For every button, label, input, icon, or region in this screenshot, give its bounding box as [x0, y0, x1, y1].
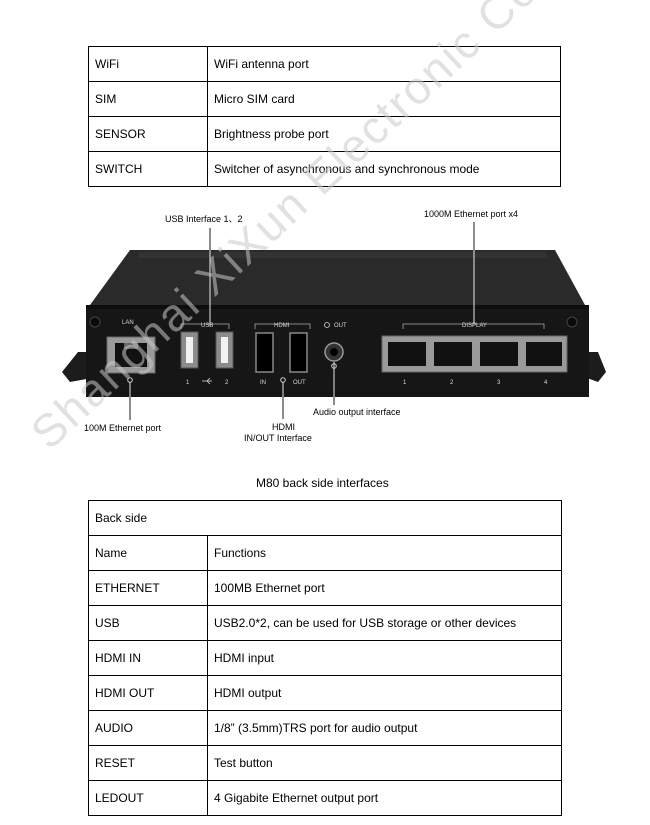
table-row: LEDOUT 4 Gigabite Ethernet output port — [88, 780, 562, 816]
table-row: SIM Micro SIM card — [88, 81, 561, 117]
table-row: WiFi WiFi antenna port — [88, 46, 561, 82]
interface-function: Micro SIM card — [207, 81, 561, 117]
interface-name: USB — [88, 605, 208, 641]
port-2-silk-label: 2 — [450, 380, 454, 386]
interface-name: AUDIO — [88, 710, 208, 746]
figure-caption: M80 back side interfaces — [256, 476, 389, 490]
table-row: HDMI IN HDMI input — [88, 640, 562, 676]
interface-name: LEDOUT — [88, 780, 208, 816]
usb-1-silk-label: 1 — [186, 380, 190, 386]
table-row: SWITCH Switcher of asynchronous and sync… — [88, 151, 561, 187]
table-column-header-row: Name Functions — [88, 535, 562, 571]
table-heading: Back side — [88, 500, 562, 536]
interface-name: WiFi — [88, 46, 208, 82]
port-4-silk-label: 4 — [544, 380, 548, 386]
table-row: SENSOR Brightness probe port — [88, 116, 561, 152]
headphone-icon — [324, 322, 330, 328]
usb-symbol-icon — [202, 377, 212, 385]
table-row: HDMI OUT HDMI output — [88, 675, 562, 711]
lan-callout: 100M Ethernet port — [84, 423, 162, 433]
port-3-silk-label: 3 — [497, 380, 501, 386]
interface-function: 4 Gigabite Ethernet output port — [207, 780, 562, 816]
audio-out-silk-label: OUT — [334, 323, 347, 329]
interface-function: Brightness probe port — [207, 116, 561, 152]
port-1-silk-label: 1 — [403, 380, 407, 386]
hdmi-silk-label: HDMI — [274, 323, 290, 329]
back-side-table: Back side Name Functions ETHERNET 100MB … — [88, 500, 562, 816]
hdmi-in-silk-label: IN — [260, 380, 266, 386]
interface-function: Test button — [207, 745, 562, 781]
column-header-name: Name — [88, 535, 208, 571]
interface-name: ETHERNET — [88, 570, 208, 606]
interface-name: SWITCH — [88, 151, 208, 187]
table-header-row: Back side — [88, 500, 562, 536]
hdmi-callout-line1: HDMI — [272, 422, 295, 432]
interface-name: HDMI IN — [88, 640, 208, 676]
interface-function: USB2.0*2, can be used for USB storage or… — [207, 605, 562, 641]
table-row: RESET Test button — [88, 745, 562, 781]
interface-function: HDMI output — [207, 675, 562, 711]
interface-function: WiFi antenna port — [207, 46, 561, 82]
interface-function: 1/8” (3.5mm)TRS port for audio output — [207, 710, 562, 746]
usb-2-silk-label: 2 — [225, 380, 229, 386]
table-row: ETHERNET 100MB Ethernet port — [88, 570, 562, 606]
audio-callout: Audio output interface — [313, 407, 401, 417]
device-back-panel-image: LAN USB HDMI OUT DISPLAY 1 2 IN OUT 1 2 … — [62, 222, 606, 420]
interface-function: Switcher of asynchronous and synchronous… — [207, 151, 561, 187]
ethernet-x4-callout: 1000M Ethernet port x4 — [424, 209, 519, 219]
usb-silk-label: USB — [201, 323, 213, 329]
lan-silk-label: LAN — [122, 320, 134, 326]
interface-name: RESET — [88, 745, 208, 781]
interface-function: 100MB Ethernet port — [207, 570, 562, 606]
top-interface-table: WiFi WiFi antenna port SIM Micro SIM car… — [88, 46, 561, 187]
interface-name: HDMI OUT — [88, 675, 208, 711]
hdmi-callout-line2: IN/OUT Interface — [244, 433, 312, 443]
interface-function: HDMI input — [207, 640, 562, 676]
column-header-functions: Functions — [207, 535, 562, 571]
table-row: USB USB2.0*2, can be used for USB storag… — [88, 605, 562, 641]
table-row: AUDIO 1/8” (3.5mm)TRS port for audio out… — [88, 710, 562, 746]
usb-callout: USB Interface 1、2 — [165, 214, 243, 224]
display-silk-label: DISPLAY — [462, 323, 487, 329]
hdmi-out-silk-label: OUT — [293, 380, 306, 386]
